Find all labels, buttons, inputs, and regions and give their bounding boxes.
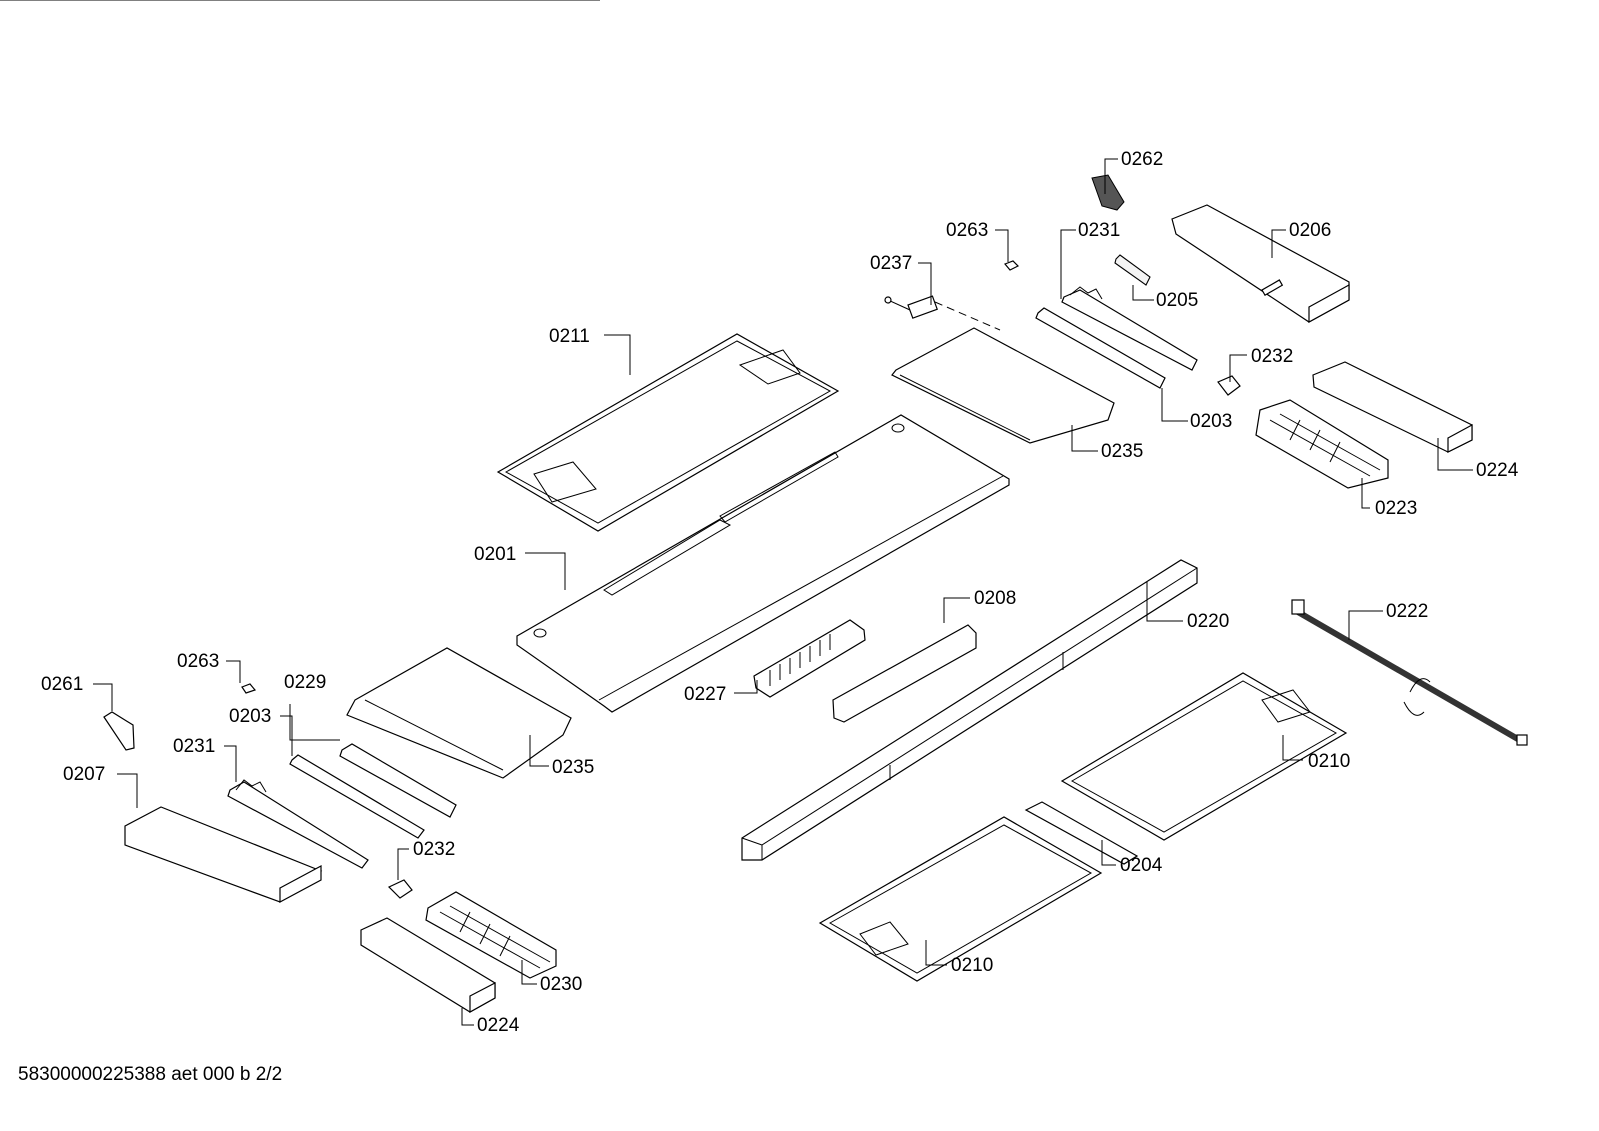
- callout-0231-lower[interactable]: 0231: [173, 736, 215, 757]
- part-0263-lower[interactable]: [241, 683, 257, 694]
- part-0237[interactable]: [884, 295, 1001, 331]
- part-0223[interactable]: [1255, 399, 1389, 489]
- part-0204[interactable]: [1024, 801, 1139, 865]
- callout-0208[interactable]: 0208: [974, 588, 1016, 609]
- part-0224-top[interactable]: [1312, 361, 1473, 453]
- part-0210-lower[interactable]: [818, 816, 1103, 982]
- part-0208[interactable]: [832, 624, 977, 723]
- part-0201[interactable]: [0, 0, 1010, 713]
- part-0263-top[interactable]: [1003, 260, 1020, 271]
- part-0235-lower[interactable]: [346, 647, 572, 779]
- part-0207[interactable]: [124, 806, 323, 904]
- callout-0223[interactable]: 0223: [1375, 498, 1417, 519]
- part-0205[interactable]: [1114, 254, 1151, 286]
- callout-0210-lower[interactable]: 0210: [951, 955, 993, 976]
- callout-0201[interactable]: 0201: [474, 544, 516, 565]
- callout-0206[interactable]: 0206: [1289, 220, 1331, 241]
- callout-0224-top[interactable]: 0224: [1476, 460, 1519, 481]
- part-0227[interactable]: [753, 619, 866, 698]
- part-0262[interactable]: [1091, 174, 1125, 211]
- part-0210-right[interactable]: [1060, 672, 1348, 841]
- callout-0237[interactable]: 0237: [870, 253, 912, 274]
- callout-0235-lower[interactable]: 0235: [552, 757, 594, 778]
- part-0222[interactable]: [1291, 599, 1528, 746]
- callout-0261[interactable]: 0261: [41, 674, 83, 695]
- part-0229[interactable]: [339, 743, 457, 818]
- callout-0230[interactable]: 0230: [540, 974, 582, 995]
- callout-0262[interactable]: 0262: [1121, 149, 1163, 170]
- callout-0232-lower[interactable]: 0232: [413, 839, 455, 860]
- document-footer-id: 58300000225388 aet 000 b 2/2: [18, 1064, 283, 1085]
- callout-0227[interactable]: 0227: [684, 684, 726, 705]
- part-0232-top[interactable]: [1217, 375, 1241, 396]
- callout-0232-top[interactable]: 0232: [1251, 346, 1293, 367]
- part-0203-lower[interactable]: [289, 754, 425, 839]
- leader-lines: [93, 158, 1473, 1026]
- callout-0263-lower[interactable]: 0263: [177, 651, 219, 672]
- callout-0205[interactable]: 0205: [1156, 290, 1198, 311]
- part-0224-lower[interactable]: [360, 917, 496, 1014]
- part-0220[interactable]: [741, 559, 1198, 861]
- callout-0229[interactable]: 0229: [284, 672, 326, 693]
- callout-0203-lower[interactable]: 0203: [229, 706, 271, 727]
- part-0232-lower[interactable]: [387, 879, 413, 899]
- callout-0231-top[interactable]: 0231: [1078, 220, 1120, 241]
- callout-0220[interactable]: 0220: [1187, 611, 1229, 632]
- callout-0263-top[interactable]: 0263: [946, 220, 988, 241]
- callout-0210-right[interactable]: 0210: [1308, 751, 1350, 772]
- part-0261[interactable]: [103, 711, 135, 751]
- callout-0224-lower[interactable]: 0224: [477, 1015, 520, 1036]
- part-0231-top[interactable]: [1061, 286, 1198, 371]
- callout-0222[interactable]: 0222: [1386, 601, 1428, 622]
- part-0211[interactable]: [496, 333, 840, 532]
- callout-0203-top[interactable]: 0203: [1190, 411, 1232, 432]
- part-0230[interactable]: [425, 891, 557, 979]
- part-0206[interactable]: [1171, 204, 1350, 324]
- callout-0211[interactable]: 0211: [549, 326, 590, 347]
- part-0235-top[interactable]: [891, 327, 1115, 444]
- callout-0204[interactable]: 0204: [1120, 855, 1163, 876]
- callout-0207[interactable]: 0207: [63, 764, 105, 785]
- part-0231-lower[interactable]: [227, 779, 369, 869]
- part-0203-top[interactable]: [1035, 307, 1166, 389]
- callout-0235-top[interactable]: 0235: [1101, 441, 1143, 462]
